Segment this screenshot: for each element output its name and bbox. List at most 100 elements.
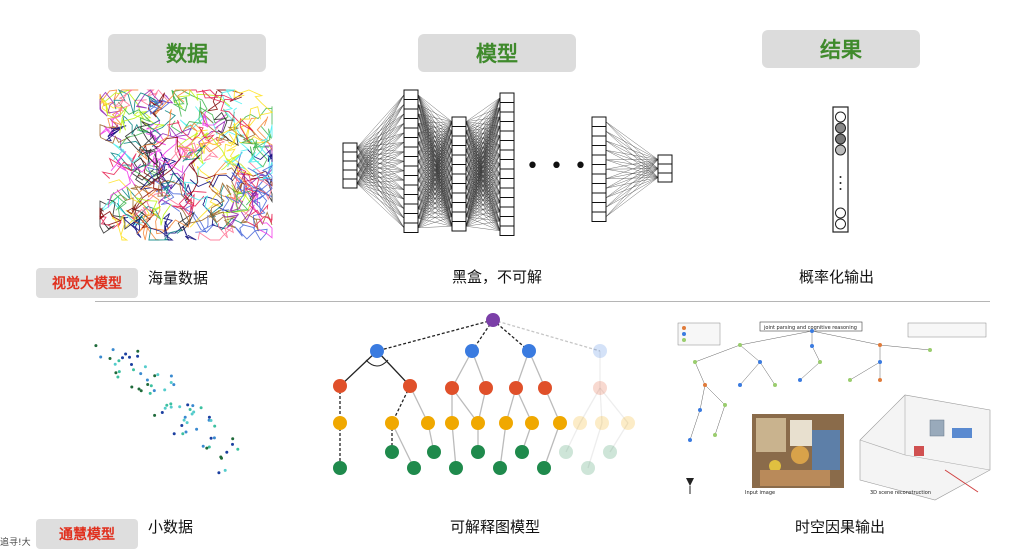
tangle-strand (110, 212, 129, 241)
graph-edge (492, 319, 530, 352)
graph-node (593, 381, 607, 395)
nn-neuron (591, 126, 607, 137)
section-divider (95, 301, 990, 302)
caption-small-data: 小数据 (148, 518, 194, 536)
tangle-strand (233, 89, 273, 116)
nn-connection (356, 165, 405, 209)
nn-neuron (403, 203, 419, 214)
scene-node (928, 348, 932, 352)
data-point (165, 403, 169, 407)
graph-edge (451, 422, 457, 469)
graph-node (385, 416, 399, 430)
nn-neuron (342, 142, 358, 153)
graph-node (538, 381, 552, 395)
nn-connection (605, 168, 659, 170)
nn-connection (605, 131, 659, 178)
nn-connection (356, 183, 405, 228)
tangle-strand (141, 213, 191, 232)
nn-neuron (451, 211, 467, 222)
scene-edge (879, 344, 931, 351)
nn-connection (417, 121, 453, 200)
tangle-strand (197, 223, 235, 241)
scene-edge (714, 404, 726, 436)
nn-connection (417, 169, 453, 228)
tangle-strand (135, 197, 172, 226)
nn-connection (356, 183, 405, 219)
nn-connection (465, 126, 501, 227)
nn-connection (417, 216, 453, 228)
nn-connection (356, 174, 405, 228)
nn-connection (465, 145, 501, 227)
nn-connection (605, 159, 659, 208)
nn-neuron (403, 175, 419, 186)
scene-edge (694, 361, 706, 386)
nn-neuron (403, 108, 419, 119)
caption-probability-output: 概率化输出 (799, 268, 875, 286)
nn-neuron (499, 111, 515, 122)
tangle-strand (177, 211, 195, 232)
data-point (114, 371, 118, 375)
tangle-strand (218, 167, 244, 196)
nn-connection (356, 174, 405, 219)
nn-connection (356, 156, 405, 219)
nn-connection (465, 202, 501, 227)
tangle-strand (252, 145, 273, 181)
data-point (124, 352, 128, 356)
tangle-strand (130, 157, 170, 187)
tangle-strand (113, 88, 156, 115)
nn-connection (417, 104, 453, 122)
nn-connection (356, 132, 405, 184)
nn-connection (417, 140, 453, 228)
data-point (116, 375, 120, 379)
data-point (172, 383, 176, 387)
tangle-strand (99, 124, 131, 144)
data-point (169, 402, 173, 406)
nn-connection (356, 147, 405, 209)
nn-neuron (657, 154, 673, 165)
tangle-strand (99, 207, 122, 226)
scene-node (810, 329, 814, 333)
data-point (219, 455, 223, 459)
nn-connection (605, 121, 659, 169)
nn-neuron (451, 164, 467, 175)
graph-edge (599, 387, 629, 424)
tangle-strand (234, 224, 268, 241)
nn-connection (356, 156, 405, 162)
nn-connection (417, 121, 453, 171)
scene-node (878, 378, 882, 382)
graph-node (333, 416, 347, 430)
nn-connection (356, 147, 405, 181)
nn-connection (605, 168, 659, 189)
nn-connection (356, 123, 405, 184)
caption-black-box: 黑盒，不可解 (452, 268, 543, 286)
graph-node (553, 416, 567, 430)
nn-connection (417, 207, 453, 228)
data-point (152, 389, 156, 393)
graph-node (479, 381, 493, 395)
nn-connection (605, 168, 659, 217)
scene-node (798, 378, 802, 382)
nn-neuron (499, 130, 515, 141)
nn-neuron (499, 187, 515, 198)
nn-connection (356, 161, 405, 175)
data-point (192, 410, 196, 414)
tangle-strand (146, 159, 181, 212)
scene-edge (739, 361, 761, 386)
tangle-strand (122, 110, 176, 135)
nn-connection (465, 226, 501, 231)
graph-edge (579, 387, 601, 424)
nn-connection (356, 142, 405, 184)
scene-node (878, 343, 882, 347)
nn-connection (465, 116, 501, 227)
nn-neuron (499, 206, 515, 217)
header-model: 模型 (418, 34, 576, 72)
nn-connection (356, 151, 405, 184)
nn-connection (356, 147, 405, 190)
probability-output-bar (832, 106, 849, 233)
graph-node (621, 416, 635, 430)
scene-node (688, 438, 692, 442)
graph-node (593, 344, 607, 358)
data-point (185, 421, 189, 425)
data-point (113, 362, 117, 366)
